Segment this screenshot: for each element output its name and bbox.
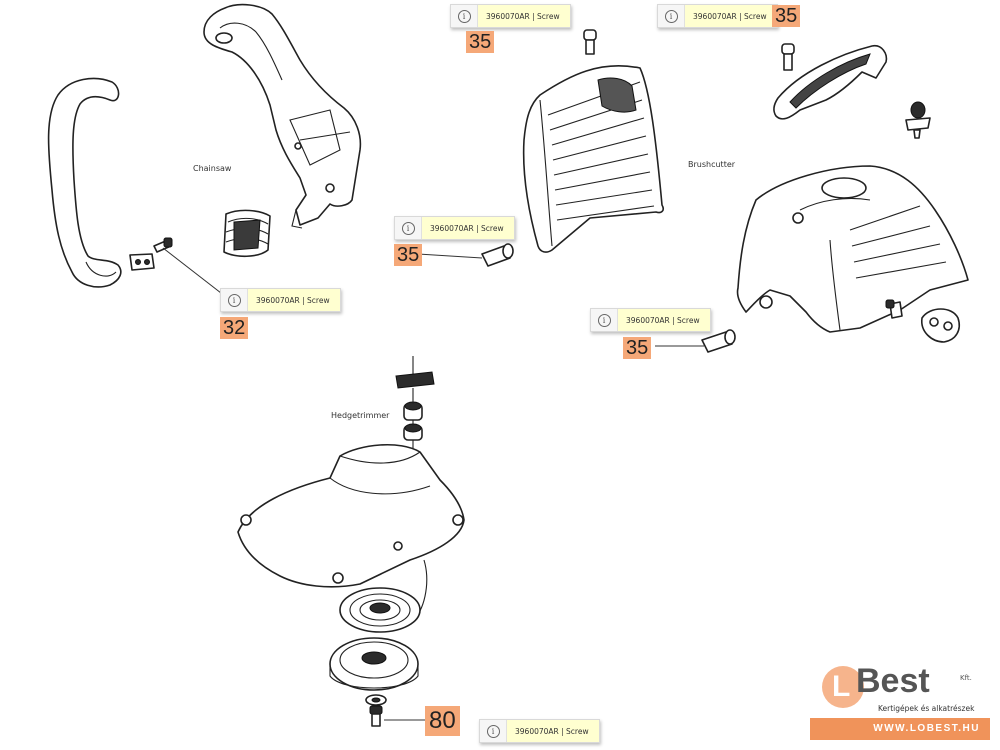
info-icon[interactable]: i bbox=[658, 5, 685, 27]
part-number-label[interactable]: 80 bbox=[425, 706, 460, 736]
housing-fitting bbox=[921, 308, 960, 343]
logo-url-bar[interactable]: WWW.LOBEST.HU bbox=[810, 718, 990, 740]
chainsaw-screw-32 bbox=[153, 237, 173, 253]
part-tooltip[interactable]: i 3960070AR | Screw bbox=[657, 4, 778, 28]
part-number-label[interactable]: 35 bbox=[466, 31, 495, 53]
part-info-text: 3960070AR | Screw bbox=[248, 289, 340, 311]
brushcutter-housing bbox=[736, 165, 969, 333]
pulley-screw-80 bbox=[365, 694, 387, 727]
cover-screw-top bbox=[583, 29, 597, 55]
cover-screw-left bbox=[481, 243, 514, 267]
chainsaw-rubber-boot bbox=[223, 209, 271, 258]
chainsaw-caption: Chainsaw bbox=[193, 164, 232, 173]
part-info-text: 3960070AR | Screw bbox=[478, 5, 570, 27]
part-tooltip[interactable]: i 3960070AR | Screw bbox=[590, 308, 711, 332]
logo-suffix: Kft. bbox=[960, 674, 972, 682]
brushcutter-caption: Brushcutter bbox=[688, 160, 736, 169]
part-number-label[interactable]: 35 bbox=[623, 337, 652, 359]
part-info-text: 3960070AR | Screw bbox=[685, 5, 777, 27]
part-info-text: 3960070AR | Screw bbox=[422, 217, 514, 239]
info-icon[interactable]: i bbox=[451, 5, 478, 27]
starter-housing bbox=[237, 443, 465, 588]
logo-circle-icon: L bbox=[822, 666, 864, 708]
part-tooltip[interactable]: i 3960070AR | Screw bbox=[479, 719, 600, 743]
hedgetrimmer-caption: Hedgetrimmer bbox=[331, 411, 390, 420]
starter-pulley bbox=[329, 637, 419, 691]
starter-handle bbox=[395, 356, 435, 389]
logo-letter: L bbox=[832, 670, 851, 703]
info-icon[interactable]: i bbox=[395, 217, 422, 239]
chainsaw-clamp bbox=[129, 253, 155, 271]
info-icon[interactable]: i bbox=[221, 289, 248, 311]
part-info-text: 3960070AR | Screw bbox=[507, 720, 599, 742]
chainsaw-front-handle bbox=[47, 77, 122, 288]
brushcutter-top-cover bbox=[773, 44, 888, 120]
info-icon[interactable]: i bbox=[591, 309, 618, 331]
housing-screw-right bbox=[885, 299, 903, 319]
part-info-text: 3960070AR | Screw bbox=[618, 309, 710, 331]
part-tooltip[interactable]: i 3960070AR | Screw bbox=[394, 216, 515, 240]
logo-brand: Best bbox=[856, 662, 930, 700]
part-tooltip[interactable]: i 3960070AR | Screw bbox=[450, 4, 571, 28]
recoil-spring bbox=[339, 587, 421, 633]
chainsaw-rear-handle bbox=[203, 3, 362, 229]
logo-url[interactable]: WWW.LOBEST.HU bbox=[873, 723, 980, 734]
part-number-label[interactable]: 32 bbox=[220, 317, 249, 339]
housing-screw-35 bbox=[701, 329, 736, 353]
part-tooltip[interactable]: i 3960070AR | Screw bbox=[220, 288, 341, 312]
cylinder-cover bbox=[522, 65, 664, 253]
logo-tagline: Kertigépek és alkatrészek bbox=[878, 704, 975, 713]
info-icon[interactable]: i bbox=[480, 720, 507, 742]
lobest-logo: L Best Kft. Kertigépek és alkatrészek WW… bbox=[810, 660, 990, 742]
part-number-label[interactable]: 35 bbox=[394, 244, 423, 266]
part-number-label[interactable]: 35 bbox=[772, 5, 801, 27]
top-cover-screw bbox=[781, 43, 795, 71]
starter-bushings bbox=[403, 388, 423, 456]
primer-bulb bbox=[905, 101, 931, 139]
